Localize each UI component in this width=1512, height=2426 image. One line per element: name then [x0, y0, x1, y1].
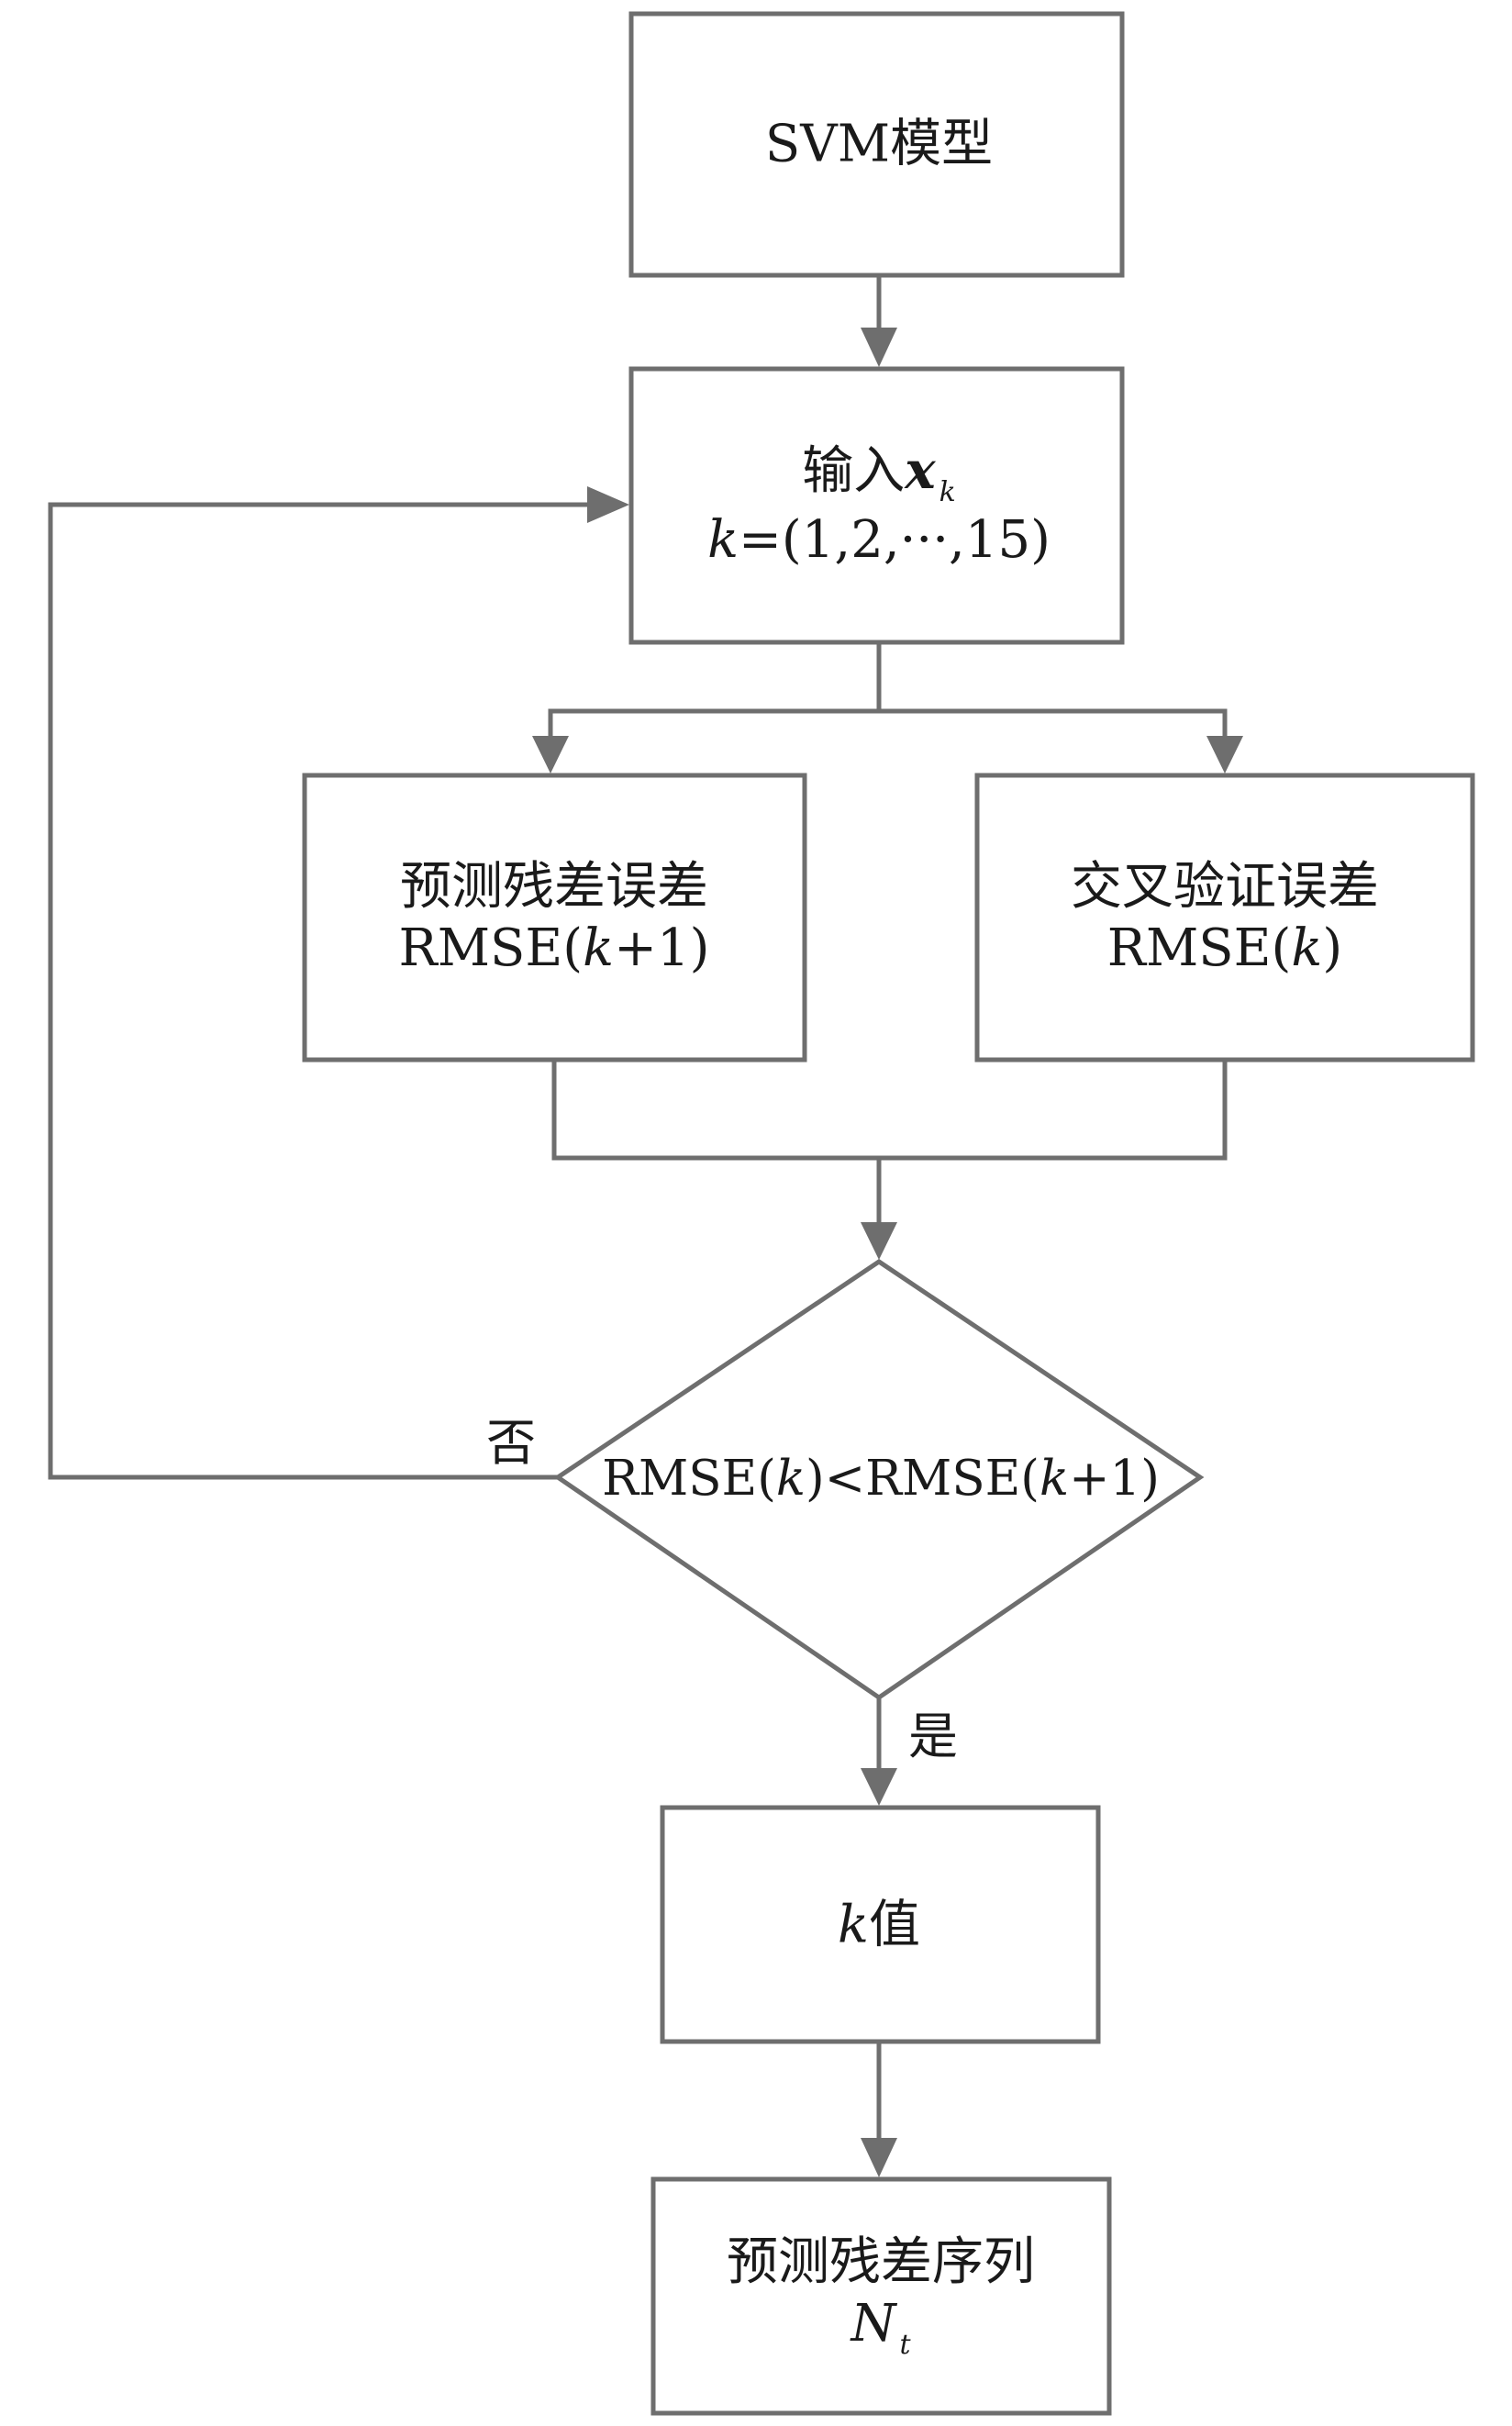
connector-input-split-right: [879, 708, 1228, 739]
svm-model-box: [628, 11, 1125, 278]
cv-error-label: 交叉验证误差 RMSE(k): [1071, 856, 1379, 979]
svm-model-text: SVM模型: [764, 114, 994, 174]
result-sub: t: [899, 2329, 911, 2362]
input-box: [628, 366, 1125, 645]
decision-p3: +1): [1069, 1451, 1160, 1508]
arrowhead-pred-error: [532, 736, 569, 773]
connector-input-split: [548, 642, 882, 739]
input-line-2: k=(1,2,···,15): [707, 509, 1051, 571]
result-var: N: [850, 2294, 896, 2354]
pred-error-post: +1): [614, 918, 710, 978]
decision-v1: k: [775, 1451, 806, 1508]
decision-p1: RMSE(: [602, 1451, 776, 1508]
arrowhead-result: [861, 2138, 897, 2177]
connector-merge: [551, 1060, 1228, 1161]
k-value-box: [660, 1805, 1101, 2044]
pred-error-box: [302, 773, 807, 1063]
arrowhead-input: [861, 328, 897, 367]
result-line-1: 预测残差序列: [727, 2231, 1035, 2292]
result-box: [650, 2176, 1112, 2416]
arrowhead-k-value: [861, 1768, 897, 1806]
k-value-suffix: 值: [868, 1895, 920, 1955]
pred-error-line-2: RMSE(k+1): [399, 918, 710, 979]
pred-error-line-1: 预测残差误差: [400, 856, 708, 917]
connector-no-loop: [48, 502, 590, 1480]
input-var: x: [905, 440, 936, 501]
cv-error-pre: RMSE(: [1106, 918, 1292, 978]
arrowhead-loop-input: [587, 486, 629, 523]
pred-error-label: 预测残差误差 RMSE(k+1): [399, 856, 710, 979]
cv-error-var: k: [1291, 918, 1323, 978]
decision-p2: )<RMSE(: [806, 1451, 1040, 1508]
cv-error-post: ): [1322, 918, 1343, 978]
edge-label-yes: 是: [908, 1708, 958, 1765]
pred-error-var: k: [583, 918, 615, 978]
cv-error-line-1: 交叉验证误差: [1071, 856, 1379, 917]
svm-model-label: SVM模型: [765, 113, 993, 174]
arrowhead-cv-error: [1206, 736, 1243, 773]
edge-label-no: 否: [486, 1414, 536, 1472]
decision-v2: k: [1039, 1451, 1070, 1508]
input-sub: k: [939, 475, 956, 508]
decision-label: RMSE(k)<RMSE(k+1): [602, 1450, 1160, 1508]
cv-error-line-2: RMSE(k): [1071, 918, 1379, 979]
k-value-label: k值: [838, 1894, 920, 1955]
pred-error-pre: RMSE(: [398, 918, 584, 978]
input-range-var: k: [707, 509, 739, 570]
arrowhead-decision: [861, 1222, 897, 1260]
input-prefix: 输入: [802, 440, 906, 501]
input-range-text: =(1,2,···,15): [739, 509, 1051, 570]
cv-error-box: [974, 773, 1475, 1063]
k-value-var: k: [838, 1895, 869, 1955]
